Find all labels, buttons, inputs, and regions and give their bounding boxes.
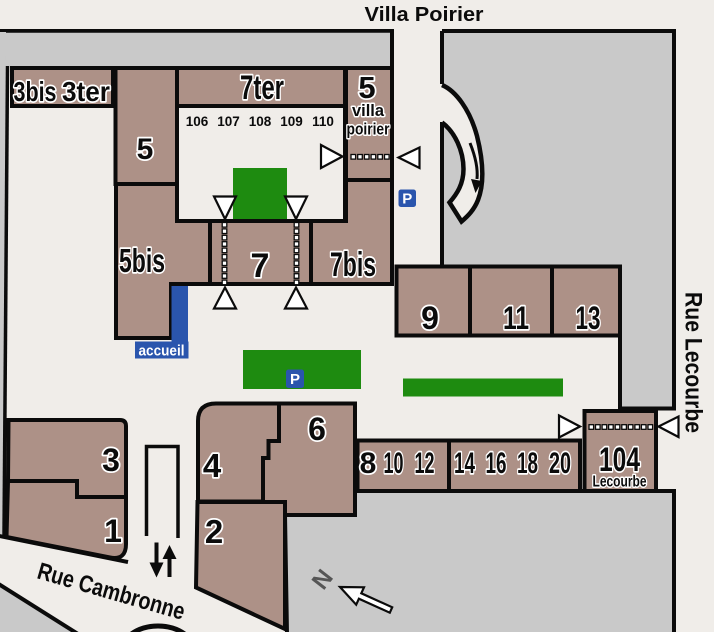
svg-text:110: 110 [312,114,334,129]
svg-text:Rue Lecourbe: Rue Lecourbe [680,292,707,433]
svg-text:5: 5 [137,133,154,166]
svg-text:11: 11 [503,300,529,336]
svg-text:16: 16 [486,447,507,480]
svg-text:P: P [290,371,300,388]
svg-text:3ter: 3ter [62,76,110,107]
svg-text:4: 4 [203,447,222,484]
svg-text:107: 107 [217,114,240,129]
svg-text:2: 2 [205,513,223,550]
svg-text:7: 7 [251,247,270,285]
svg-text:7bis: 7bis [330,246,376,284]
svg-text:109: 109 [280,114,303,129]
svg-text:104: 104 [599,441,640,479]
svg-text:108: 108 [249,114,272,129]
svg-text:P: P [402,191,412,208]
svg-text:accueil: accueil [139,344,185,360]
svg-text:villa: villa [352,102,385,120]
svg-text:Villa Poirier: Villa Poirier [365,4,484,26]
svg-text:poirier: poirier [347,121,390,139]
svg-text:7ter: 7ter [240,69,284,107]
svg-text:6: 6 [308,411,326,447]
svg-text:8: 8 [360,447,377,480]
svg-text:3: 3 [102,442,120,478]
svg-text:5bis: 5bis [119,242,165,279]
svg-text:5: 5 [358,70,375,105]
svg-text:3bis: 3bis [14,76,57,107]
svg-text:106: 106 [186,114,209,129]
svg-text:12: 12 [415,447,435,480]
svg-text:13: 13 [576,300,601,336]
svg-text:18: 18 [517,447,538,480]
svg-text:Lecourbe: Lecourbe [593,474,647,491]
svg-text:9: 9 [421,300,439,336]
svg-text:10: 10 [384,447,404,480]
svg-text:20: 20 [549,447,571,480]
svg-text:14: 14 [454,447,475,480]
svg-text:1: 1 [104,513,122,549]
